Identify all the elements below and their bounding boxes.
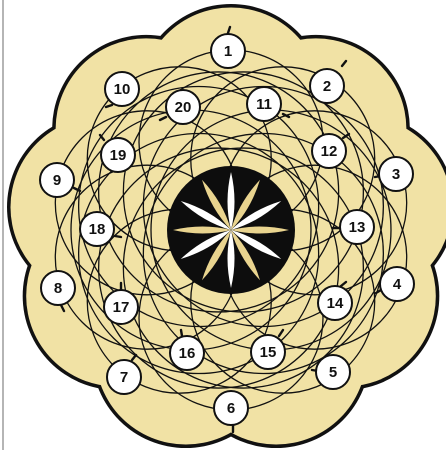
node-9[interactable]: 9 [40,163,74,197]
node-label: 2 [323,78,331,95]
node-label: 9 [53,172,61,189]
node-label: 6 [227,400,235,417]
node-label: 16 [179,345,196,362]
node-18[interactable]: 18 [80,212,114,246]
node-tick [181,330,182,336]
node-10[interactable]: 10 [105,72,139,106]
node-19[interactable]: 19 [101,138,135,172]
node-14[interactable]: 14 [318,286,352,320]
node-7[interactable]: 7 [107,360,141,394]
node-8[interactable]: 8 [41,271,75,305]
node-2[interactable]: 2 [310,69,344,103]
node-4[interactable]: 4 [380,267,414,301]
node-label: 3 [392,166,400,183]
node-label: 10 [114,81,131,98]
node-3[interactable]: 3 [379,157,413,191]
node-label: 5 [329,364,337,381]
node-12[interactable]: 12 [312,134,346,168]
center-hub [167,166,295,294]
node-label: 19 [110,147,127,164]
node-11[interactable]: 11 [247,87,281,121]
node-label: 18 [89,221,106,238]
node-label: 8 [54,280,62,297]
node-label: 7 [120,369,128,386]
node-5[interactable]: 5 [316,355,350,389]
node-label: 13 [349,219,366,236]
node-1[interactable]: 1 [211,34,245,68]
node-13[interactable]: 13 [340,210,374,244]
node-label: 14 [327,295,344,312]
node-15[interactable]: 15 [251,335,285,369]
node-label: 15 [260,344,277,361]
node-label: 11 [256,96,272,113]
node-6[interactable]: 6 [214,391,248,425]
node-label: 12 [321,143,338,160]
node-tick [115,236,121,237]
node-label: 4 [393,276,402,293]
node-label: 1 [224,43,232,60]
node-16[interactable]: 16 [170,336,204,370]
node-label: 17 [113,299,130,316]
node-20[interactable]: 20 [166,90,200,124]
node-17[interactable]: 17 [104,290,138,324]
node-label: 20 [175,99,192,116]
